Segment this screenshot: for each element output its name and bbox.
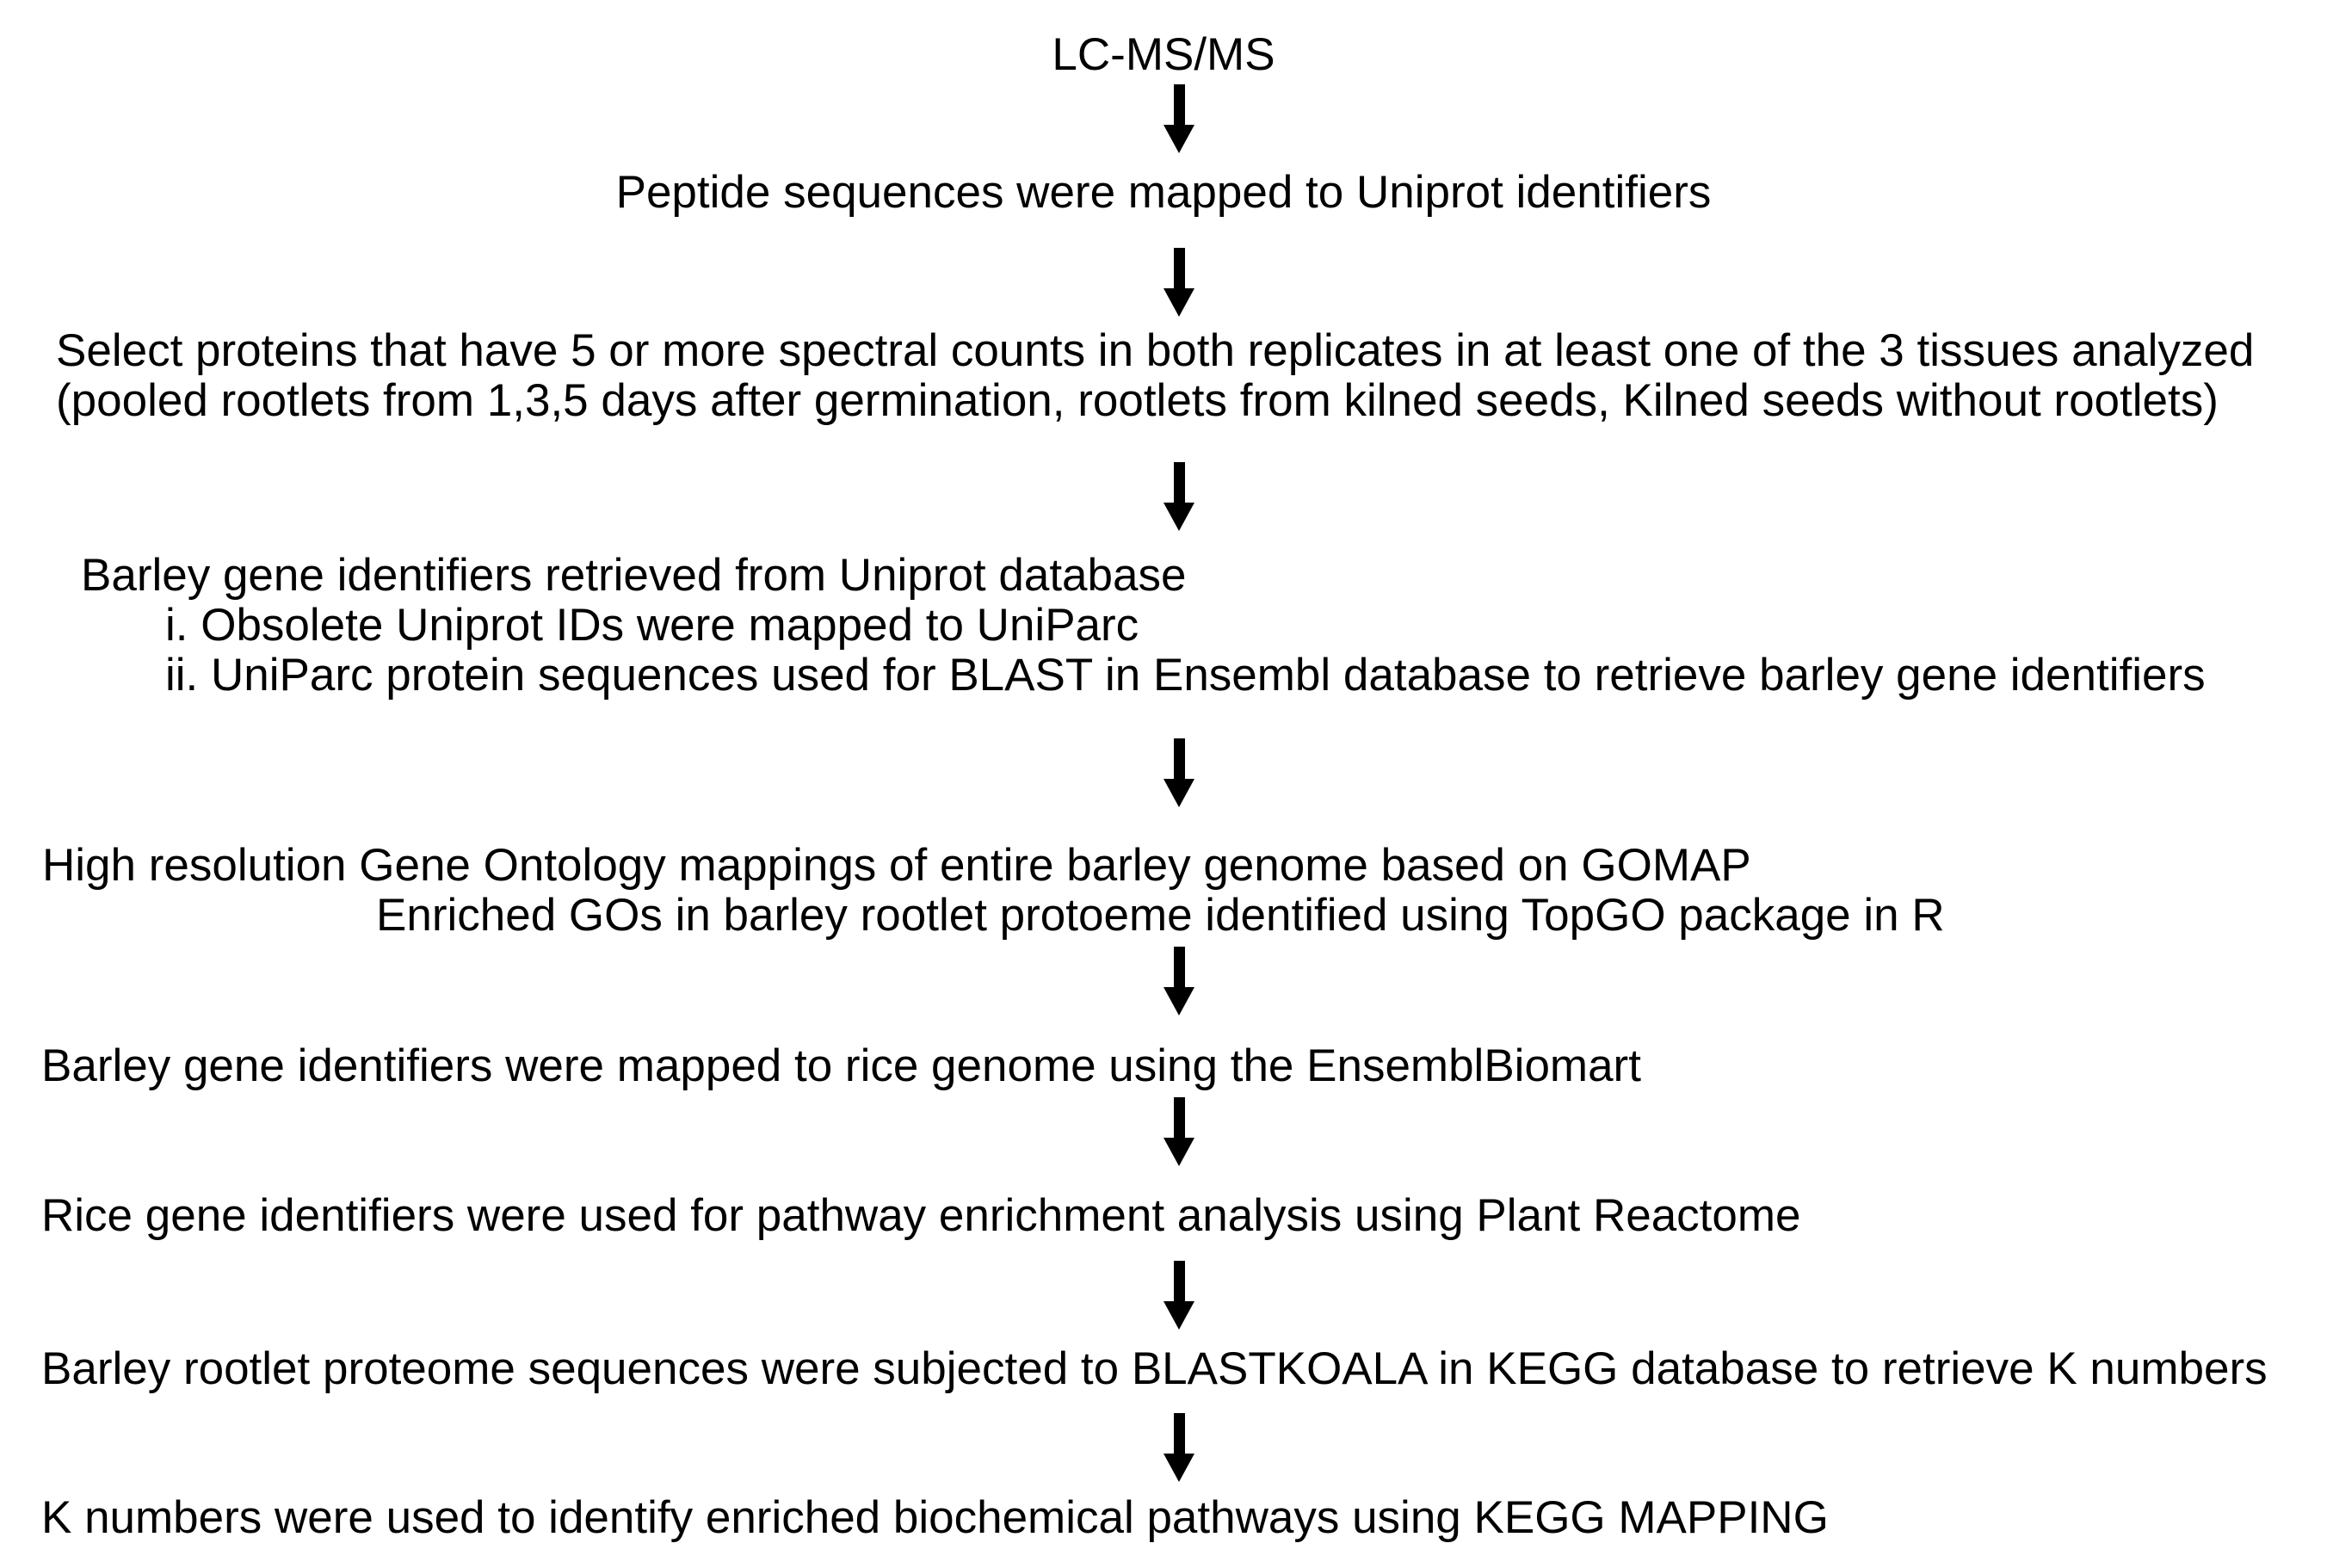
step-subitem-ii: ii. UniParc protein sequences used for B…: [165, 650, 2206, 701]
step-text: LC-MS/MS: [1052, 29, 1275, 80]
step-text: Barley gene identifiers were mapped to r…: [41, 1040, 1641, 1091]
step-text: Barley rootlet proteome sequences were s…: [41, 1343, 2268, 1394]
arrow-head: [1164, 1454, 1194, 1482]
step-text: K numbers were used to identify enriched…: [41, 1492, 1829, 1543]
down-arrow-icon: [1164, 1097, 1194, 1166]
down-arrow-icon: [1164, 462, 1194, 531]
down-arrow-icon: [1164, 1261, 1194, 1330]
arrow-stem: [1173, 1261, 1185, 1301]
arrow-head: [1164, 1138, 1194, 1166]
node-barley-gene-retrieval: Barley gene identifiers retrieved from U…: [81, 551, 2206, 701]
step-text: Select proteins that have 5 or more spec…: [56, 325, 2255, 376]
down-arrow-icon: [1164, 84, 1194, 153]
arrow-stem: [1173, 1097, 1185, 1138]
node-kegg-mapping: K numbers were used to identify enriched…: [41, 1493, 1829, 1543]
arrow-head: [1164, 779, 1194, 807]
step-text: (pooled rootlets from 1,3,5 days after g…: [56, 375, 2219, 426]
arrow-head: [1164, 503, 1194, 531]
node-peptide-mapping: Peptide sequences were mapped to Uniprot…: [0, 168, 2327, 218]
down-arrow-icon: [1164, 248, 1194, 317]
down-arrow-icon: [1164, 1413, 1194, 1482]
step-text: Peptide sequences were mapped to Uniprot…: [615, 167, 1712, 218]
step-text: High resolution Gene Ontology mappings o…: [42, 840, 1751, 891]
arrow-stem: [1173, 738, 1185, 779]
arrow-head: [1164, 1301, 1194, 1330]
arrow-stem: [1173, 1413, 1185, 1454]
step-text: Rice gene identifiers were used for path…: [41, 1190, 1801, 1241]
arrow-stem: [1173, 462, 1185, 503]
arrow-head: [1164, 288, 1194, 317]
down-arrow-icon: [1164, 947, 1194, 1015]
arrow-head: [1164, 987, 1194, 1015]
node-rice-genome-mapping: Barley gene identifiers were mapped to r…: [41, 1041, 1641, 1091]
node-blastkoala: Barley rootlet proteome sequences were s…: [41, 1344, 2268, 1394]
node-protein-selection: Select proteins that have 5 or more spec…: [56, 326, 2254, 426]
step-subitem-i: i. Obsolete Uniprot IDs were mapped to U…: [165, 600, 1139, 651]
arrow-stem: [1173, 248, 1185, 288]
step-text: Barley gene identifiers retrieved from U…: [81, 550, 1187, 601]
node-pathway-enrichment: Rice gene identifiers were used for path…: [41, 1191, 1801, 1241]
arrow-head: [1164, 125, 1194, 153]
node-lc-ms-ms: LC-MS/MS: [0, 30, 2327, 80]
down-arrow-icon: [1164, 738, 1194, 807]
step-text: Enriched GOs in barley rootlet protoeme …: [376, 890, 1945, 941]
arrow-stem: [1173, 947, 1185, 987]
arrow-stem: [1173, 84, 1185, 125]
node-go-mapping: High resolution Gene Ontology mappings o…: [42, 841, 1945, 941]
